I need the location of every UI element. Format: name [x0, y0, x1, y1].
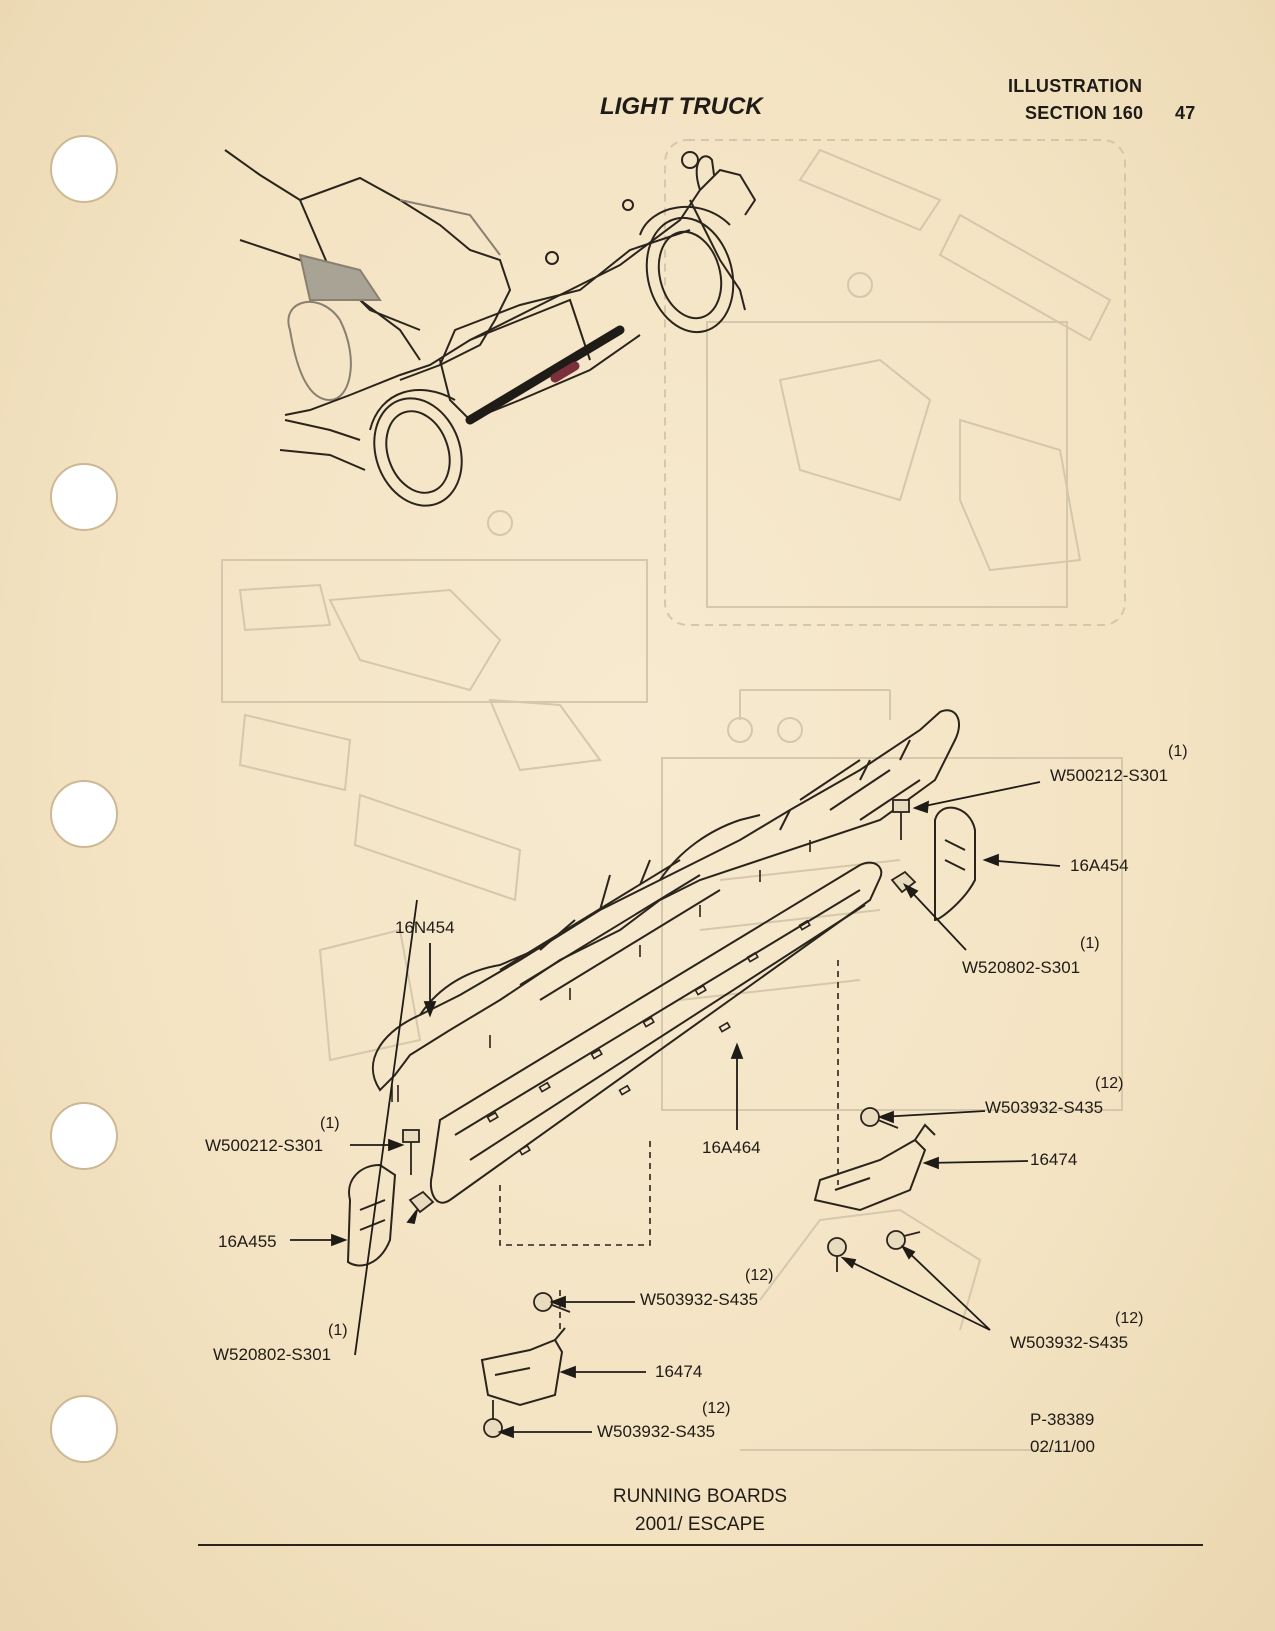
part-label: W503932-S435	[985, 1098, 1104, 1117]
binder-hole	[50, 463, 118, 531]
footer-rule	[198, 1544, 1203, 1546]
part-label: 16A464	[702, 1138, 761, 1157]
bolt-icon	[402, 1129, 420, 1175]
part-label: W520802-S301	[213, 1345, 332, 1364]
callout-quantity: (1)	[1080, 935, 1100, 952]
part-label: 16474	[655, 1362, 703, 1381]
caption-model: 2001/ ESCAPE	[635, 1514, 765, 1535]
callout-quantity: (12)	[1095, 1075, 1124, 1092]
binder-hole	[50, 1102, 118, 1170]
page-category: LIGHT TRUCK	[600, 93, 763, 120]
bleed-through-artwork	[221, 139, 1126, 1451]
running-board-16N454	[371, 709, 960, 1102]
bolt-icon	[483, 1400, 503, 1438]
header-illustration: ILLUSTRATION	[1008, 76, 1143, 96]
binder-hole	[50, 1395, 118, 1463]
binder-hole	[50, 780, 118, 848]
fasteners	[402, 799, 921, 1438]
bracket-16474	[813, 1123, 936, 1212]
step-pad-16A464	[430, 861, 883, 1330]
part-label: W503932-S435	[640, 1290, 759, 1309]
bolt-icon	[533, 1292, 571, 1313]
page-number: 47	[1175, 103, 1196, 123]
bracket-16474	[480, 1327, 566, 1407]
callout-quantity: (12)	[1115, 1310, 1144, 1327]
part-label: W500212-S301	[205, 1136, 324, 1155]
part-label: W503932-S435	[1010, 1333, 1129, 1352]
leader-lines	[290, 781, 1061, 1439]
bolt-icon	[860, 1107, 899, 1129]
part-label: 16A454	[1070, 856, 1129, 875]
caption-title: RUNNING BOARDS	[612, 1486, 788, 1507]
bolt-icon	[827, 1237, 847, 1272]
end-cap-16A454	[934, 806, 976, 922]
clip-icon	[408, 1190, 435, 1214]
clip-icon	[890, 870, 917, 894]
callout-quantity: (12)	[702, 1400, 731, 1417]
part-label: 16474	[1030, 1150, 1078, 1169]
callout-quantity: (12)	[745, 1267, 774, 1284]
figure-date: 02/11/00	[1030, 1437, 1095, 1456]
part-label: W520802-S301	[962, 958, 1081, 977]
figure-number: P-38389	[1030, 1410, 1095, 1429]
end-cap-16A455	[346, 1163, 397, 1267]
part-label: W500212-S301	[1050, 766, 1169, 785]
header-section: SECTION 160	[1025, 103, 1144, 123]
part-label: 16A455	[218, 1232, 277, 1251]
callout-quantity: (1)	[328, 1322, 348, 1339]
binder-hole	[50, 135, 118, 203]
callout-quantity: (1)	[1168, 743, 1188, 760]
vehicle-view	[224, 149, 757, 507]
bolt-icon	[886, 1230, 921, 1250]
callout-quantity: (1)	[320, 1115, 340, 1132]
bolt-icon	[892, 799, 910, 840]
part-label: 16N454	[395, 918, 455, 937]
part-label: W503932-S435	[597, 1422, 716, 1441]
